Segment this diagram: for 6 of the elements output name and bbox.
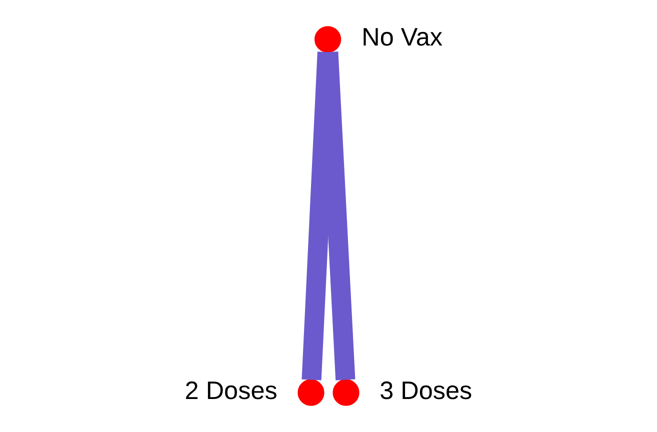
node-circle <box>314 26 342 53</box>
node-circle <box>332 379 360 406</box>
node-label: 2 Doses <box>184 376 278 405</box>
node-label: 3 Doses <box>380 376 472 405</box>
node-circle <box>298 379 324 406</box>
node-label: No Vax <box>362 24 443 52</box>
